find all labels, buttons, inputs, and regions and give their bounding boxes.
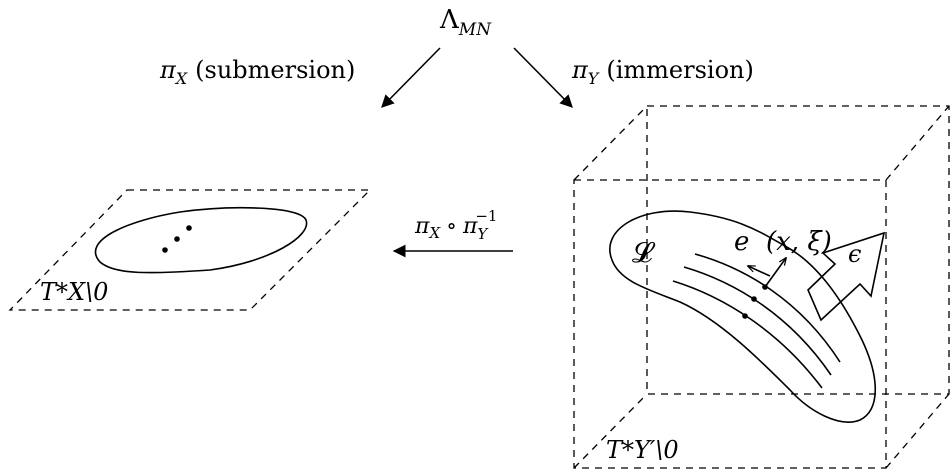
leaf-curve (694, 253, 841, 363)
epsilon-label: ϵ (848, 240, 861, 268)
tangent-vector (764, 258, 786, 288)
leaf-curve (683, 266, 832, 376)
point-label: (x, ξ) (766, 227, 832, 257)
immersion-label: πY(immersion) (571, 56, 754, 88)
epsilon-arrow (807, 231, 886, 322)
left-plane: T*X\0 (8, 189, 372, 311)
submersion-arrow (381, 47, 441, 108)
composite-label: πX∘πY−1 (414, 207, 497, 243)
submersion-label: πX(submersion) (159, 56, 355, 88)
right-box: T*Y′\0 (573, 105, 950, 469)
immersion-arrow (513, 47, 573, 108)
vector-e-label: e (734, 227, 749, 257)
lagrangian-region (609, 210, 877, 423)
right-box-label: T*Y′\0 (606, 436, 679, 464)
leaf-dot (751, 296, 757, 302)
left-plane-label: T*X\0 (40, 278, 108, 306)
leaf-curve (672, 280, 823, 389)
left-projected-curve (94, 206, 308, 274)
lagrangian-label: 𝓛 (632, 236, 656, 269)
leaf-dot (742, 313, 748, 319)
left-dot (162, 247, 168, 253)
left-dot (186, 225, 192, 231)
lambda-mn-label: ΛMN (439, 5, 492, 40)
left-dot (174, 236, 180, 242)
tangent-vector (748, 266, 771, 277)
